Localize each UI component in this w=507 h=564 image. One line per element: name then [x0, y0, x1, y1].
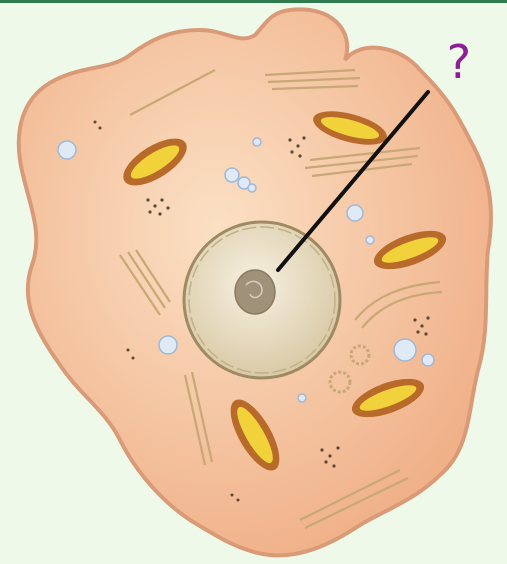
question-mark-label: ? — [437, 34, 481, 90]
nucleolus — [235, 270, 275, 314]
